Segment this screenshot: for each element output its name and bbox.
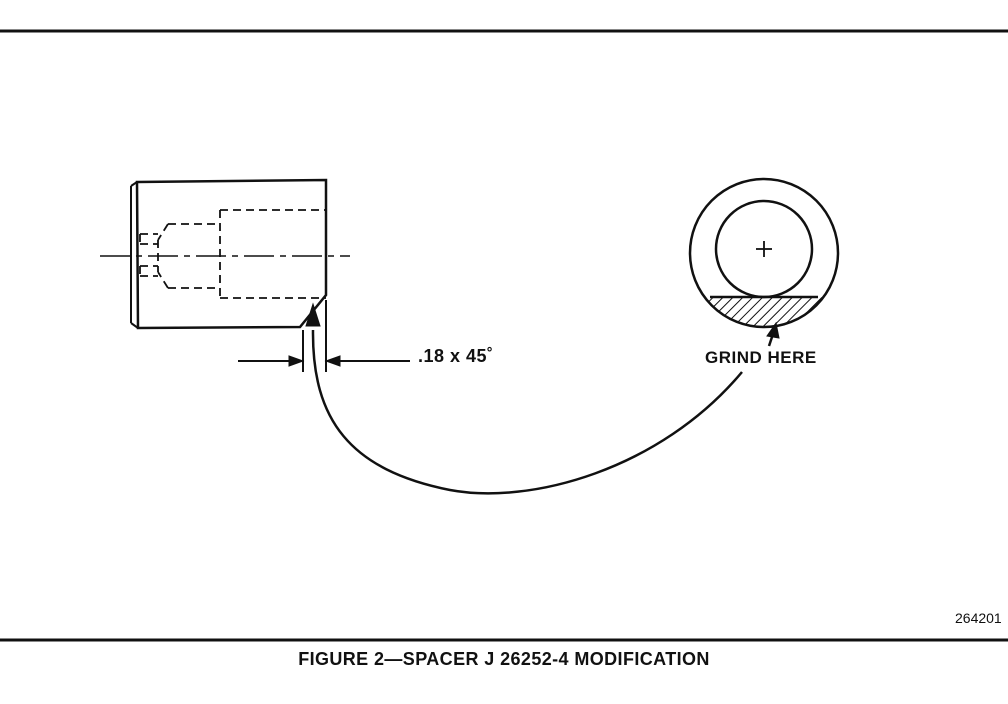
drawing-number: 264201 xyxy=(955,610,1002,626)
chamfer-dimension-label: .18 x 45˚ xyxy=(418,346,494,366)
grind-here-label: GRIND HERE xyxy=(705,348,817,367)
connector-arrow xyxy=(305,302,743,495)
outer-circle xyxy=(688,177,840,329)
chamfer-dimension xyxy=(238,355,410,367)
spacer-outline xyxy=(135,178,328,330)
grind-leader xyxy=(766,321,780,347)
hidden-lines xyxy=(139,209,326,299)
figure-caption: FIGURE 2—SPACER J 26252-4 MODIFICATION xyxy=(298,649,710,669)
grind-area-hatch xyxy=(690,297,838,327)
spacer-end-view xyxy=(688,177,840,329)
